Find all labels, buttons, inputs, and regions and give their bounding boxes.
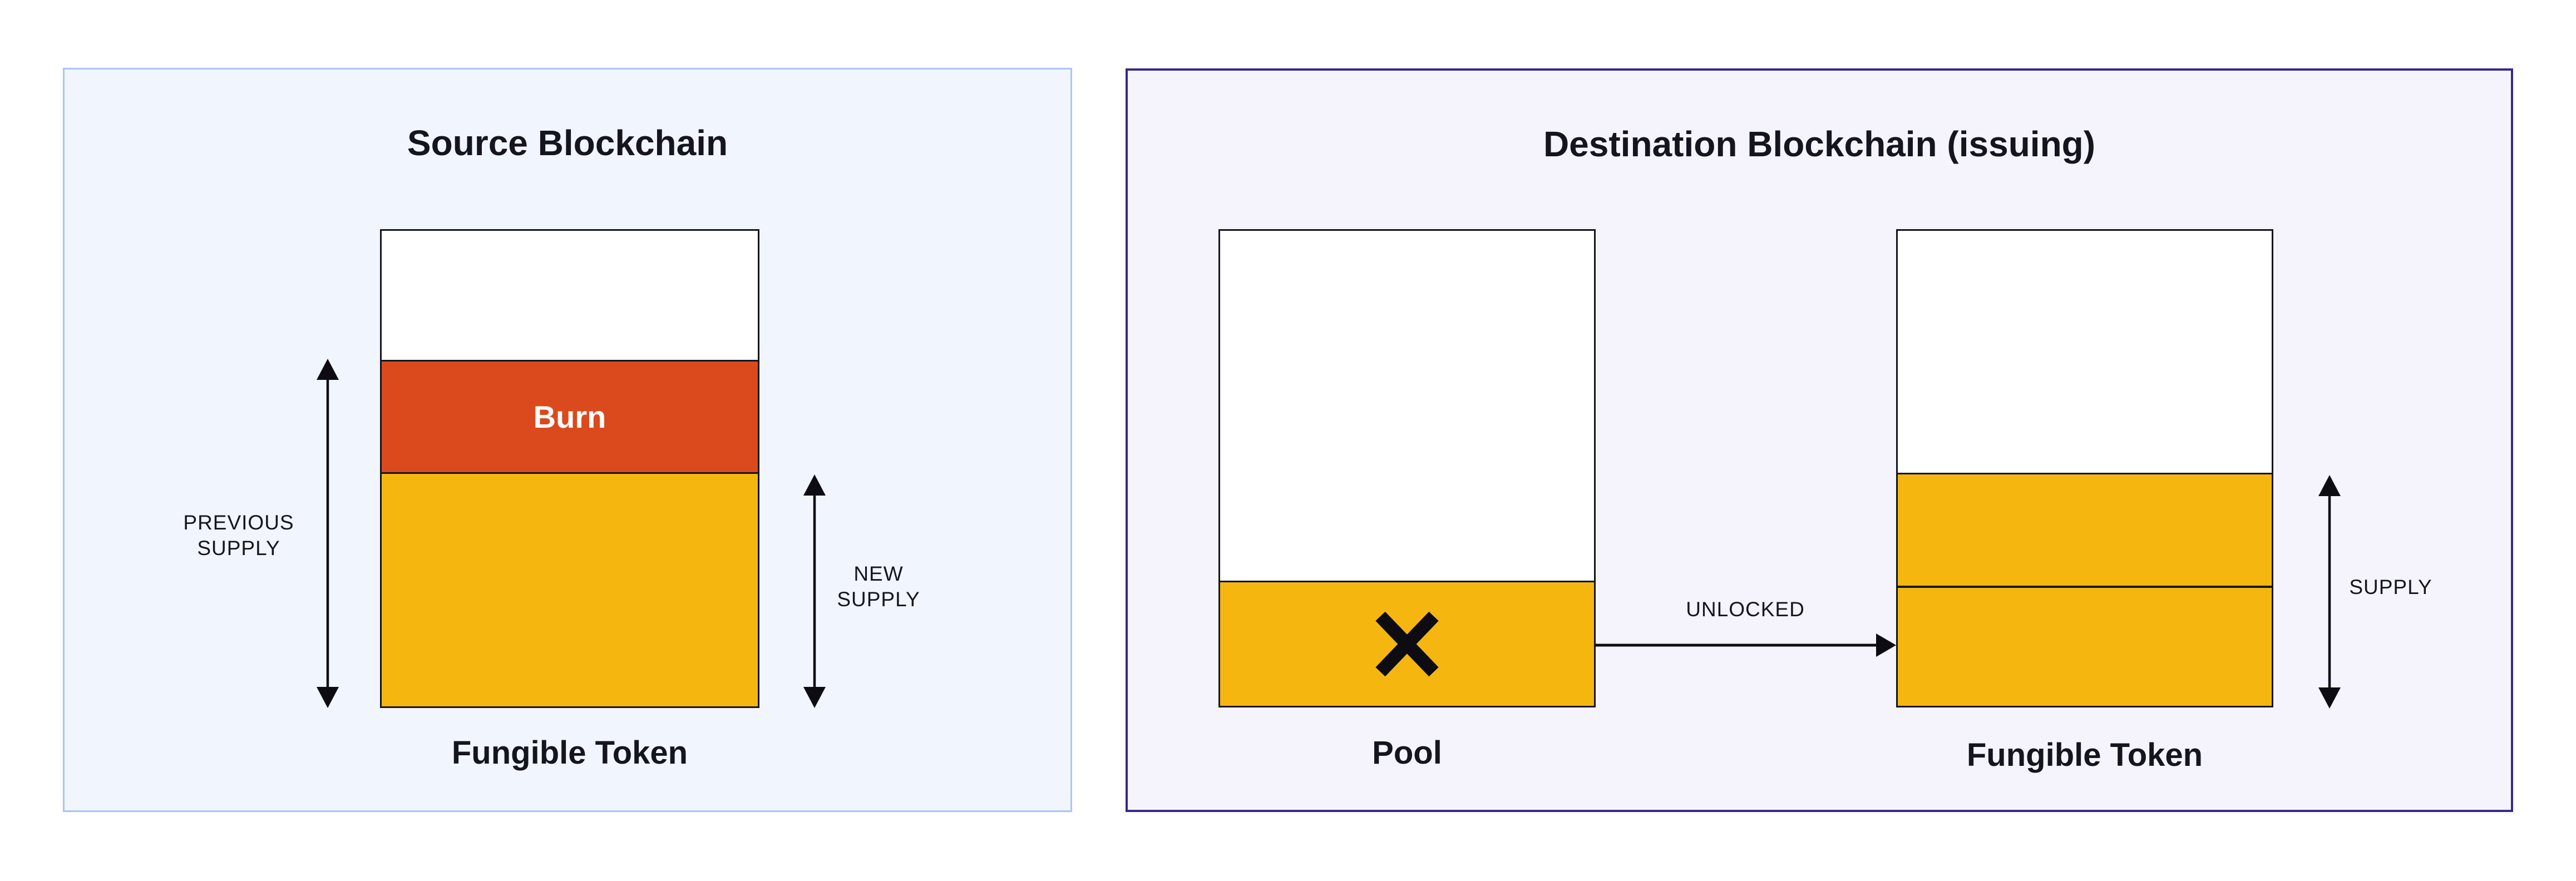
pool-bar-label: Pool (1372, 735, 1442, 771)
supply-arrow-icon (2318, 475, 2341, 709)
new-supply-arrow-icon (803, 474, 826, 708)
unlocked-label: UNLOCKED (1686, 598, 1805, 621)
destination-panel-title: Destination Blockchain (issuing) (1543, 124, 2096, 164)
previous-supply-arrow-icon (317, 359, 339, 708)
burn-segment: Burn (382, 362, 758, 474)
source-bar-label: Fungible Token (451, 735, 688, 771)
pool-empty-segment (1220, 231, 1594, 582)
source-unissued-segment (382, 231, 758, 362)
destination-unissued-segment (1898, 231, 2272, 474)
unlocked-arrow-icon (1596, 633, 1896, 657)
source-blockchain-panel: Source Blockchain Burn PREVIOUS SUPPLY N… (63, 68, 1072, 812)
previous-supply-label: PREVIOUS SUPPLY (183, 511, 294, 560)
destination-bar-label: Fungible Token (1966, 737, 2203, 773)
destination-supply-segment-bottom (1898, 588, 2272, 706)
cross-icon (1375, 611, 1439, 677)
new-supply-label: NEW SUPPLY (837, 562, 920, 611)
source-new-supply-segment (382, 474, 758, 706)
pool-bar (1218, 229, 1596, 707)
pool-locked-segment (1220, 582, 1594, 706)
destination-supply-segment-top (1898, 474, 2272, 588)
supply-label: SUPPLY (2349, 576, 2432, 598)
source-token-bar: Burn (380, 229, 759, 708)
source-panel-title: Source Blockchain (407, 123, 728, 163)
destination-token-bar (1896, 229, 2273, 707)
destination-blockchain-panel: Destination Blockchain (issuing) Pool UN… (1126, 68, 2513, 812)
burn-label: Burn (533, 399, 606, 434)
